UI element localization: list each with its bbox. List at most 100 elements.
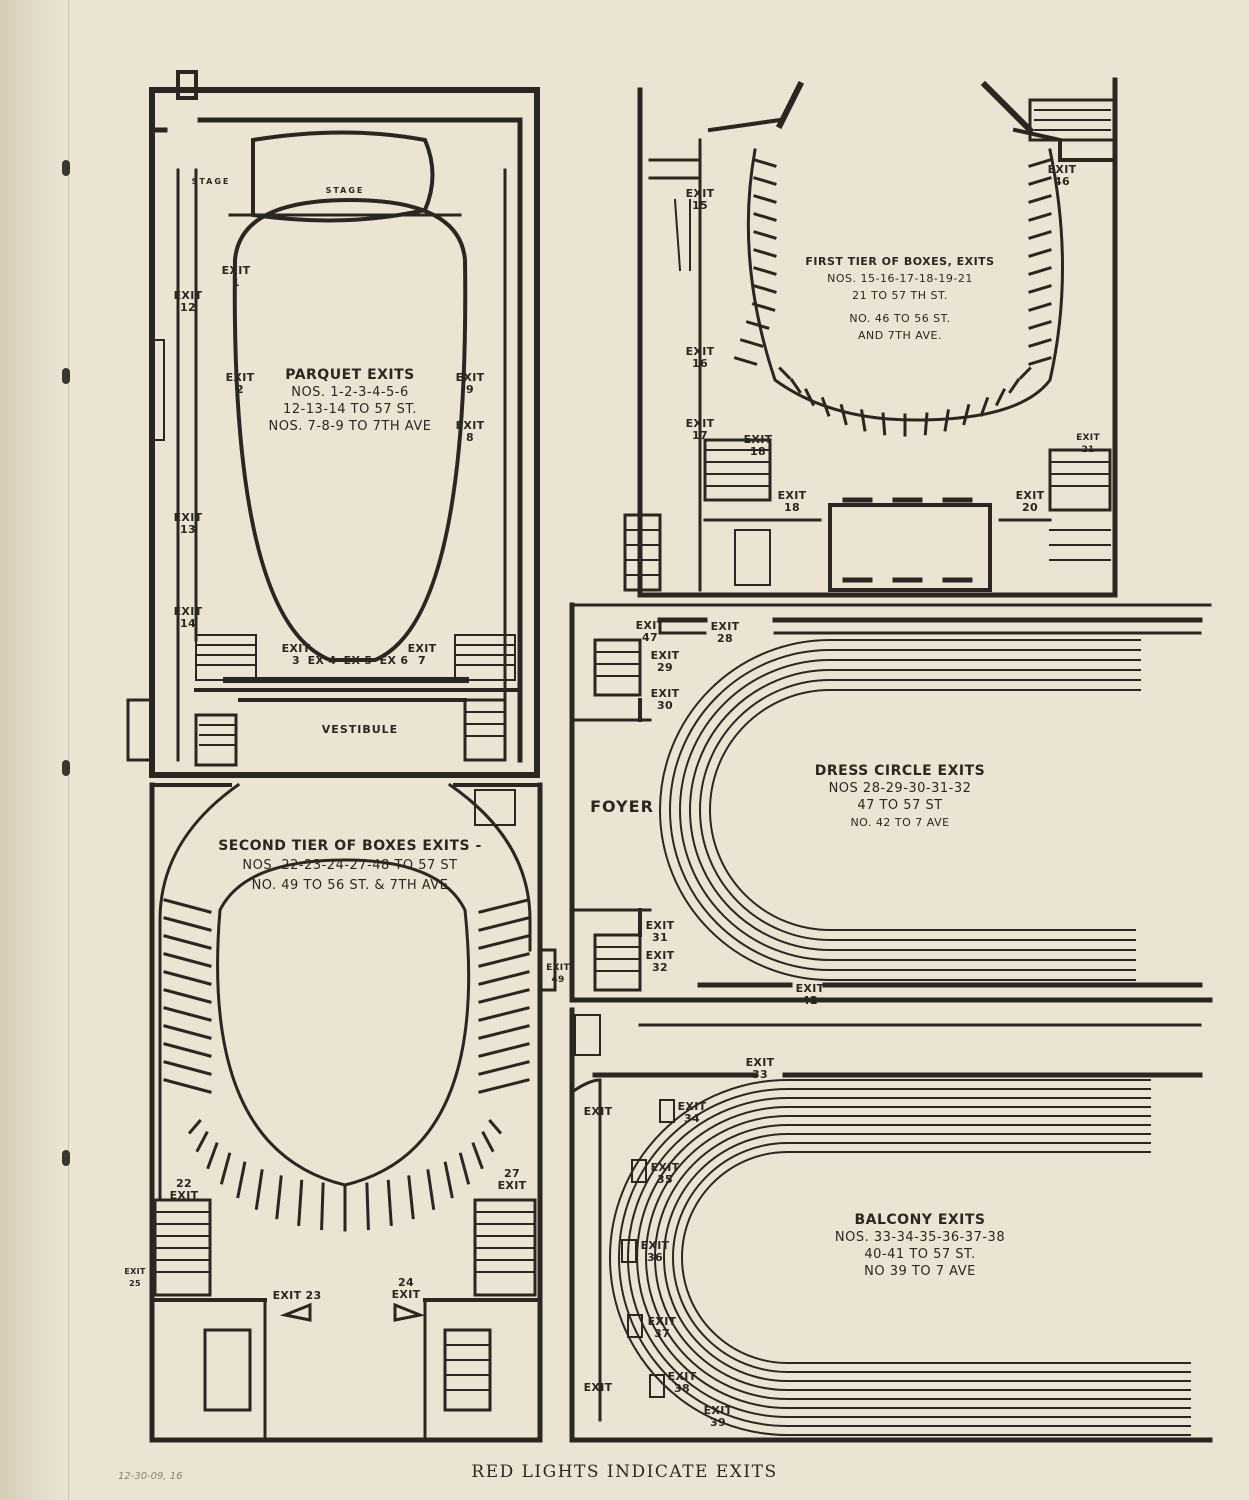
exit-17-label: EXIT 17 [685,417,715,442]
exit-18-label: EXIT 18 [743,433,773,458]
plan-line [163,1078,212,1094]
plan-curve [709,689,1141,931]
balcony-exits-line: NO 39 TO 7 AVE [864,1264,976,1279]
plan-line [1028,302,1052,312]
plan-line [753,284,777,294]
plan-line [733,356,758,366]
plan-line [478,1060,530,1076]
foyer-label: FOYER [590,797,654,816]
plan-curve [669,649,1141,971]
plan-line [275,1175,283,1220]
plan-line [163,1060,212,1076]
plan-line [163,970,212,986]
parquet-exits-caption: PARQUET EXITS NOS. 1-2-3-4-5-6 12-13-14 … [240,367,460,435]
plan-line [426,1169,436,1210]
plan-line [407,1175,415,1220]
plan-line [745,320,770,330]
plan-line [236,1161,247,1199]
plan-line [1028,320,1052,330]
plan-curve [659,639,1141,981]
plan-line [1028,356,1052,366]
plan-line [803,388,816,407]
balcony-exits-caption: BALCONY EXITS NOS. 33-34-35-36-37-38 40-… [820,1212,1020,1280]
plan-line [195,1130,209,1153]
binding-staple [62,160,70,176]
second-tier-exits-caption: SECOND TIER OF BOXES EXITS - NOS. 22-23-… [205,836,495,896]
exit-33-label: EXIT 33 [745,1056,775,1081]
plan-line [320,1182,325,1231]
second-tier-exits-line: NO. 49 TO 56 ST. & 7TH AVE [251,878,449,893]
exit-35-label: EXIT 35 [650,1161,680,1186]
exit-18-label: EXIT 18 [777,489,807,514]
archive-date-note: 12-30-09, 16 [118,1471,183,1482]
parquet-plan [126,70,540,778]
plan-line [753,248,777,258]
exit-3-label: EXIT 3 [281,642,311,667]
exit-38-label: EXIT 38 [667,1370,697,1395]
plan-line [751,302,776,312]
plan-line [163,988,212,1004]
stage-label: STAGE [325,186,365,195]
exit-24-label: 24 EXIT [391,1276,421,1301]
plan-line [478,1042,530,1058]
plan-line [1028,338,1052,348]
exit-14-label: EXIT 14 [173,605,203,630]
exit-37-label: EXIT 37 [647,1315,677,1340]
plan-line [163,916,212,932]
exit-1-label: EXIT 1 [221,264,251,289]
plan-line [1028,266,1052,276]
plan-curve [654,1124,1191,1391]
plan-line [443,1161,454,1199]
parquet-exits-title: PARQUET EXITS [285,367,415,383]
exit-7-label: EXIT 7 [407,642,437,667]
plan-line [163,952,212,968]
exit-29-label: EXIT 29 [650,649,680,674]
plan-line [471,1142,484,1170]
plan-line [881,412,887,436]
first-tier-exits-title: FIRST TIER OF BOXES, EXITS [805,255,995,268]
plan-line [1028,212,1052,222]
plan-line [1028,176,1052,186]
plan-line [1008,377,1021,394]
plan-line [1028,158,1052,168]
exit-46-label: EXIT 46 [1047,163,1077,188]
exit-6-label: EX 6 [379,654,409,667]
first-tier-exits-line: NOS. 15-16-17-18-19-21 [827,272,973,285]
plan-line [478,970,530,986]
first-tier-plan [623,77,1118,598]
exit-41-label: EXIT [583,1381,613,1394]
plan-line [778,366,792,380]
first-tier-exits-line: 21 TO 57 TH ST. [852,289,948,302]
plan-line [365,1182,370,1231]
dress-circle-plan [569,602,1213,1003]
exit-49-label: EXIT 49 [546,963,570,985]
plan-line [753,158,777,168]
second-tier-plan [149,782,557,1443]
plan-line [478,934,530,950]
exit-2-label: EXIT 2 [225,371,255,396]
plan-line [1028,194,1052,204]
dress-circle-exits-line: 47 TO 57 ST [857,798,943,813]
plan-line [1028,284,1052,294]
plan-line [943,409,950,432]
plan-line [163,1024,212,1040]
plan-line [478,952,530,968]
plan-line [979,396,990,417]
plan-line [820,396,831,417]
exit-30-label: EXIT 30 [650,687,680,712]
plan-curve [689,669,1141,951]
exit-34-label: EXIT 34 [677,1100,707,1125]
plan-line [478,898,530,914]
binding-spine [0,0,69,1500]
exit-9-label: EXIT 9 [455,371,485,396]
plan-line [297,1179,304,1227]
plan-line [860,409,867,432]
plan-line [753,212,777,222]
plan-line [206,1142,219,1170]
exit-27-label: 27 EXIT [497,1167,527,1192]
plan-line [219,1152,232,1185]
exit-13-label: EXIT 13 [173,511,203,536]
binding-staple [62,1150,70,1166]
footer-caption: RED LIGHTS INDICATE EXITS [471,1462,778,1482]
